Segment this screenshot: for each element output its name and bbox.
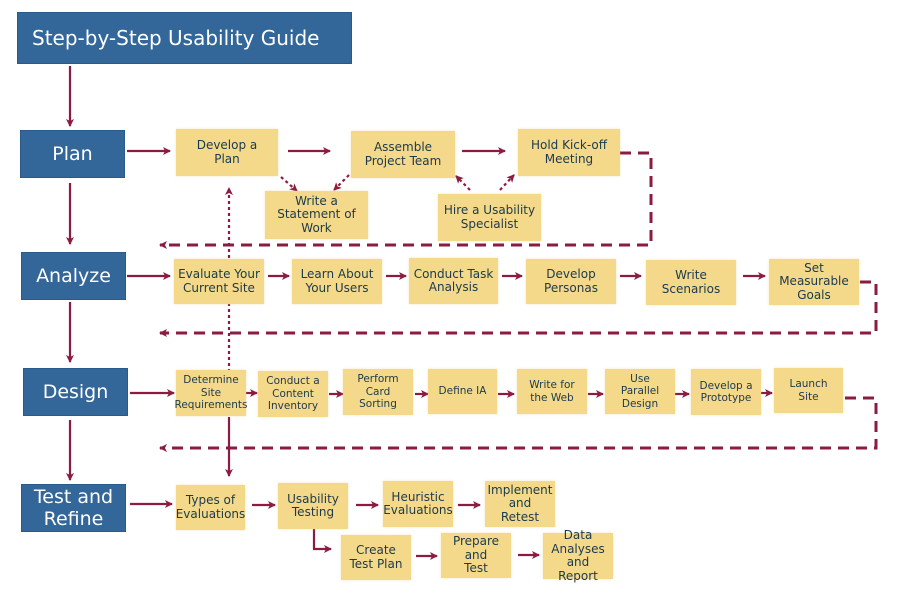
arrow-branch-create-test-plan [312,529,332,553]
dotted-arrow [499,174,515,191]
step-determine-site-requirements: Determine Site Requirements [175,370,248,416]
step-evaluate-current-site: Evaluate Your Current Site [174,259,264,304]
step-implement-and-retest: Implement and Retest [485,481,555,527]
dotted-arrow [455,175,471,191]
step-heuristic-evaluations: Heuristic Evaluations [383,481,453,527]
step-conduct-content-inventory: Conduct a Content Inventory [258,371,328,417]
step-usability-testing: Usability Testing [278,483,348,529]
dotted-arrow [333,174,350,191]
step-use-parallel-design: Use Parallel Design [605,369,675,414]
step-develop-personas: Develop Personas [526,259,616,304]
step-set-measurable-goals: Set Measurable Goals [769,259,859,305]
return-arrow-design [159,396,878,452]
step-write-scenarios: Write Scenarios [646,260,736,305]
step-conduct-task-analysis: Conduct Task Analysis [409,258,498,304]
step-assemble-project-team: Assemble Project Team [351,131,455,178]
step-perform-card-sorting: Perform Card Sorting [343,369,413,415]
diagram-title: Step-by-Step Usability Guide [17,12,352,64]
step-develop-a-prototype: Develop a Prototype [691,369,761,415]
step-define-ia: Define IA [428,369,497,414]
phase-design: Design [23,368,128,416]
step-learn-about-users: Learn About Your Users [292,259,382,304]
step-launch-site: Launch Site [774,368,843,413]
return-arrow-analyze [159,280,878,337]
step-hold-kick-off-meeting: Hold Kick-off Meeting [518,129,620,176]
step-hire-usability-specialist: Hire a Usability Specialist [438,194,541,241]
phase-test-and-refine: Test and Refine [21,484,126,532]
dotted-arrow [280,176,298,192]
return-arrow-plan [159,151,653,249]
step-types-of-evaluations: Types of Evaluations [176,485,245,530]
phase-plan: Plan [20,130,125,178]
phase-analyze: Analyze [21,252,126,300]
step-develop-a-plan: Develop a Plan [176,129,278,176]
step-data-analyses-and-report: Data Analyses and Report [543,528,613,582]
step-prepare-and-test: Prepare and Test [441,533,511,578]
step-write-statement-of-work: Write a Statement of Work [265,191,368,239]
step-create-test-plan: Create Test Plan [341,535,411,580]
step-write-for-the-web: Write for the Web [517,369,587,414]
